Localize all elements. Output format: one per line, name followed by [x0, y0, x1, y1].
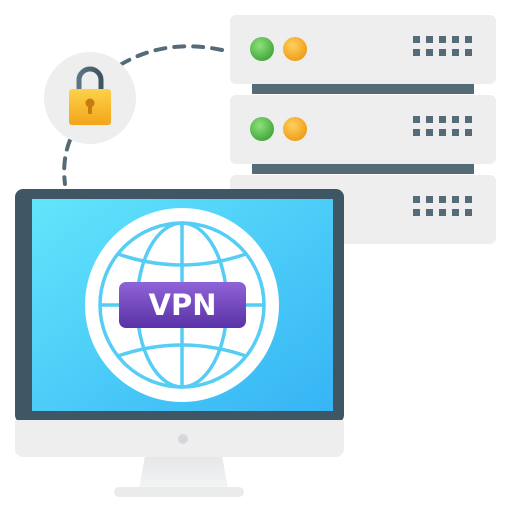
vpn-badge: VPN [119, 282, 246, 328]
monitor-base [114, 487, 244, 497]
monitor-stand [139, 456, 228, 488]
vent-grid-icon [413, 196, 472, 216]
vent-grid-icon [413, 116, 472, 136]
status-light-green-icon [250, 37, 274, 61]
vent-grid-icon [413, 36, 472, 56]
padlock-icon [44, 52, 136, 144]
status-light-orange-icon [283, 117, 307, 141]
status-light-orange-icon [283, 37, 307, 61]
server-unit-1 [230, 15, 496, 84]
power-button-icon [178, 434, 188, 444]
status-light-green-icon [250, 117, 274, 141]
server-unit-2 [230, 95, 496, 164]
connection-line [62, 44, 224, 186]
vpn-badge-label: VPN [149, 288, 217, 322]
desktop-monitor-icon: VPN [15, 189, 344, 497]
